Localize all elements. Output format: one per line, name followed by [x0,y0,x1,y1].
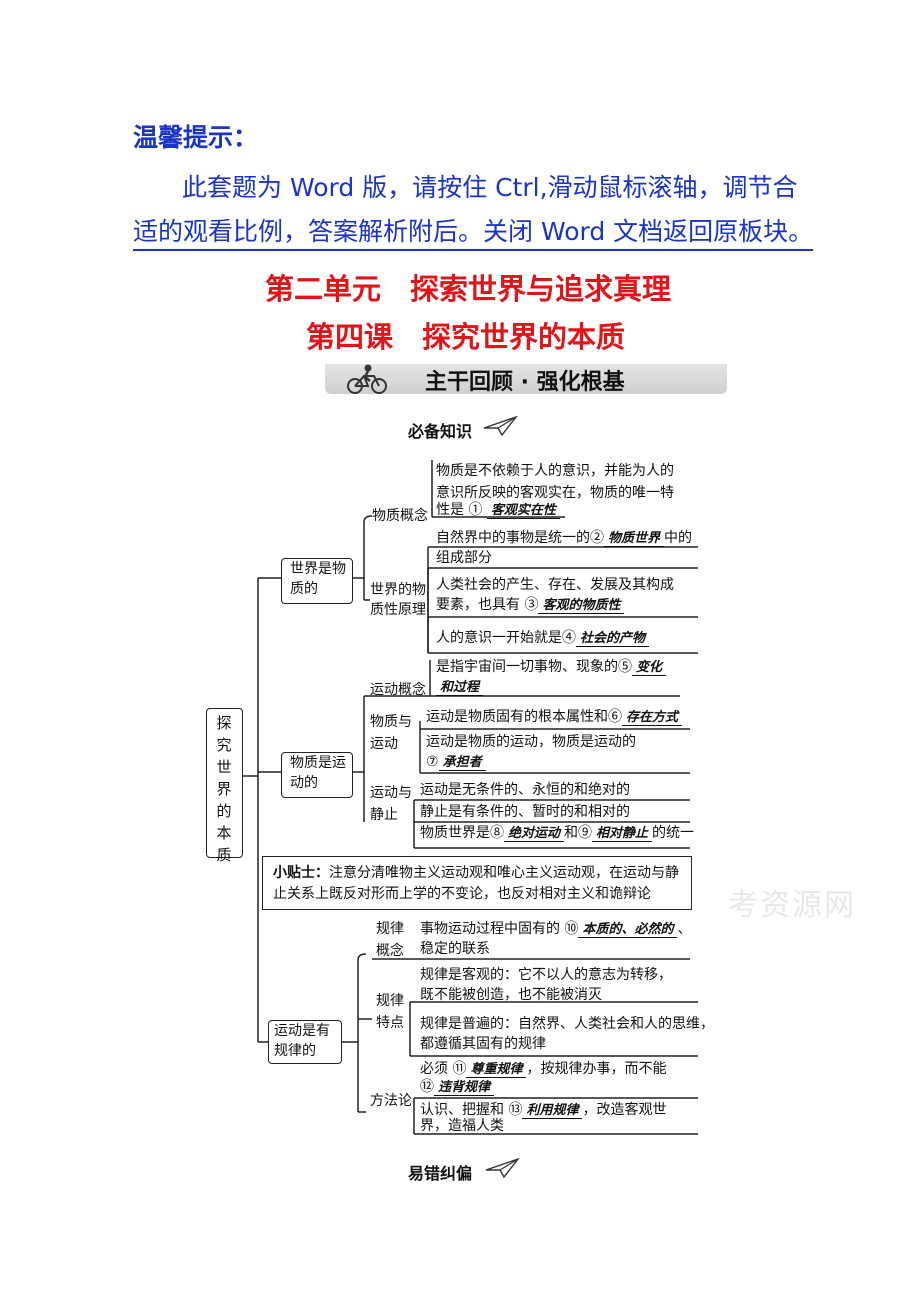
answer-10: 本质的、必然的 [578,922,678,938]
method-1-a: 必须 ⑪ [420,1061,467,1077]
branch-matter [281,558,353,604]
section-required-knowledge: 必备知识 [408,422,473,441]
matter-concept-line-2: 意识所反映的客观实在，物质的唯一特 [436,485,674,501]
method-2-b: ，改造客观世 [582,1102,667,1118]
branch-motion [281,752,353,798]
matter-principle-label: 世界的物质性原理 [370,582,426,618]
answer-11: 尊重规律 [466,1062,527,1078]
root-node [206,708,243,858]
note-label: 小贴士： [273,865,329,881]
answer-12: 违背规律 [434,1080,495,1096]
note-text: 注意分清唯物主义运动观和唯心主义运动观，在运动与静止关系上既反对形而上学的不变论… [273,865,679,902]
rest-line-1: 运动是无条件的、永恒的和绝对的 [420,782,630,798]
answer-1: 客观实在性 [486,503,560,519]
answer-4: 社会的产物 [576,631,650,647]
rest-line-2: 静止是有条件的、暂时的和相对的 [420,804,630,820]
paper-plane-icon [483,415,518,437]
tip-line-1: 此套题为 Word 版，请按住 Ctrl,滑动鼠标滚轴，调节合 [182,173,798,202]
section-banner [325,364,727,394]
answer-9: 相对静止 [592,826,653,842]
method-2-a: 认识、把握和 ⑬ [420,1102,523,1118]
rest-line-3-c: 的统一 [652,825,695,841]
matter-concept-line-3: 性是 ① 客观实在性 [436,499,560,522]
motion-rest-label: 运动与静止 [370,785,412,823]
principle-2-text: 要素，也具有 ③ [436,597,539,613]
feature-1-line-2: 既不能被创造，也不能被消灭 [420,987,602,1003]
branch-law [268,1020,342,1064]
principle-1-text: 自然界中的事物是统一的② [436,530,604,546]
matter-concept-text-3: 性是 ① [436,502,483,518]
answer-8: 绝对运动 [504,826,565,842]
answer-5a: 变化 [632,660,667,676]
principle-2-line-1: 人类社会的产生、存在、发展及其构成 [436,577,674,593]
section-error-correction: 易错纠偏 [408,1164,473,1183]
motion-concept-label: 运动概念 [370,682,426,698]
law-concept-label: 规律概念 [376,921,404,959]
tip-line-2: 适的观看比例，答案解析附后。关闭 Word 文档返回原板块。 [133,212,814,251]
principle-3-text: 人的意识一开始就是④ [436,630,576,646]
feature-2-line-2: 都遵循其固有的规律 [420,1036,546,1052]
law-concept-text: 事物运动过程中固有的 ⑩ [420,921,579,937]
lesson-title: 第四课 探究世界的本质 [306,320,626,354]
law-feature-label: 规律特点 [376,993,404,1031]
motion-concept-line-2: 和过程 [436,676,484,699]
answer-2: 物质世界 [604,531,665,547]
answer-7: 承担者 [438,755,486,771]
principle-1-line-2: 组成部分 [436,550,492,566]
matter-concept-label: 物质概念 [372,508,428,524]
rest-line-3-b: 和⑨ [564,825,593,841]
method-2-line-2: 界，造福人类 [420,1118,504,1134]
law-concept-tail: 、 [677,921,692,937]
feature-2-line-1: 规律是普遍的：自然界、人类社会和人的思维， [420,1016,714,1032]
law-method-label: 方法论 [370,1093,412,1109]
rest-line-3-a: 物质世界是⑧ [420,825,504,841]
matter-concept-line-1: 物质是不依赖于人的意识，并能为人的 [436,463,674,479]
relation-2-prefix: ⑦ [426,754,439,770]
watermark: 考资源网 [728,888,856,923]
answer-13: 利用规律 [522,1103,583,1119]
motion-concept-text: 是指宇宙间一切事物、现象的⑤ [436,659,632,675]
branch-law-label: 运动是有规律的 [274,1023,330,1059]
feature-1-line-1: 规律是客观的：它不以人的意志为转移， [420,967,672,983]
banner-title: 主干回顾 · 强化根基 [425,370,625,395]
answer-3: 客观的物质性 [538,598,625,614]
answer-6: 存在方式 [622,710,683,726]
branch-motion-label: 物质是运动的 [290,755,346,791]
root-label: 探究世界的本质 [216,714,232,864]
principle-1-tail: 中的 [664,530,693,546]
answer-5b: 和过程 [436,680,484,696]
relation-2-line-1: 运动是物质的运动，物质是运动的 [426,734,636,750]
paper-plane-icon [485,1157,520,1179]
method-1-c: ⑫ [420,1079,434,1095]
unit-title: 第二单元 探索世界与追求真理 [265,272,672,306]
matter-motion-label: 物质与运动 [370,714,412,752]
branch-matter-label: 世界是物质的 [290,561,346,597]
tip-heading: 温馨提示： [133,123,259,152]
note-box: 小贴士：注意分清唯物主义运动观和唯心主义运动观，在运动与静止关系上既反对形而上学… [262,856,692,910]
law-concept-line-2: 稳定的联系 [420,941,490,957]
relation-1-text: 运动是物质固有的根本属性和⑥ [426,709,622,725]
method-1-b: ，按规律办事，而不能 [526,1061,667,1077]
cyclist-icon [347,364,387,394]
